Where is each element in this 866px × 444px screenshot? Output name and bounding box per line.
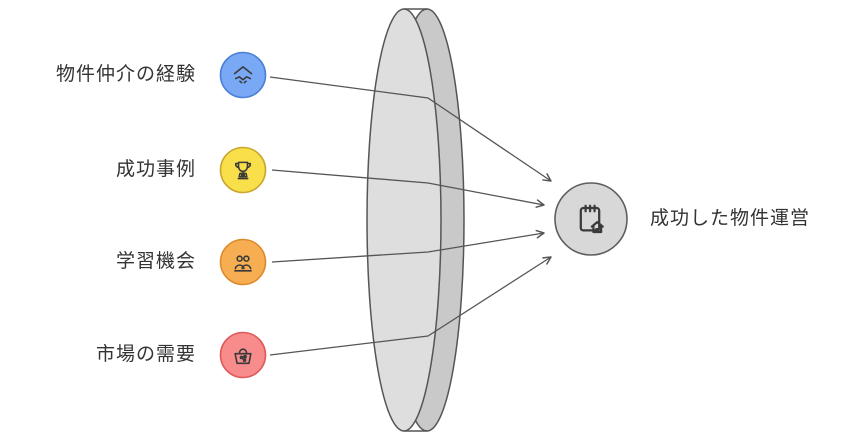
input-label-brokerage-experience: 物件仲介の経験 (55, 64, 196, 85)
people-icon (219, 238, 267, 286)
lens-shape (366, 8, 465, 432)
notepad-house-glyph (579, 204, 604, 234)
input-label-success-cases: 成功事例 (115, 159, 196, 180)
connector-line-2 (271, 169, 545, 208)
people-glyph (234, 255, 252, 272)
connector-line-3 (271, 229, 545, 263)
house-handshake-glyph (233, 66, 253, 84)
basket-glyph (234, 348, 252, 365)
input-label-market-demand: 市場の需要 (95, 344, 196, 365)
trophy-glyph (234, 161, 252, 180)
input-node-circle (219, 51, 267, 99)
connector-line-1 (269, 76, 552, 182)
output-node-circle (554, 182, 628, 256)
basket-icon (219, 331, 267, 379)
house-handshake-icon (219, 51, 267, 99)
output-label-successful-property-management: 成功した物件運営 (650, 208, 811, 229)
input-label-learning-opportunities: 学習機会 (115, 251, 196, 272)
input-node-circle (219, 146, 267, 194)
input-node-circle (219, 238, 267, 286)
connector-line-4 (269, 256, 552, 356)
input-node-circle (219, 331, 267, 379)
notepad-house-icon (554, 182, 628, 256)
lens-front-ellipse (366, 8, 442, 432)
connector-lines (269, 76, 552, 356)
trophy-icon (219, 146, 267, 194)
